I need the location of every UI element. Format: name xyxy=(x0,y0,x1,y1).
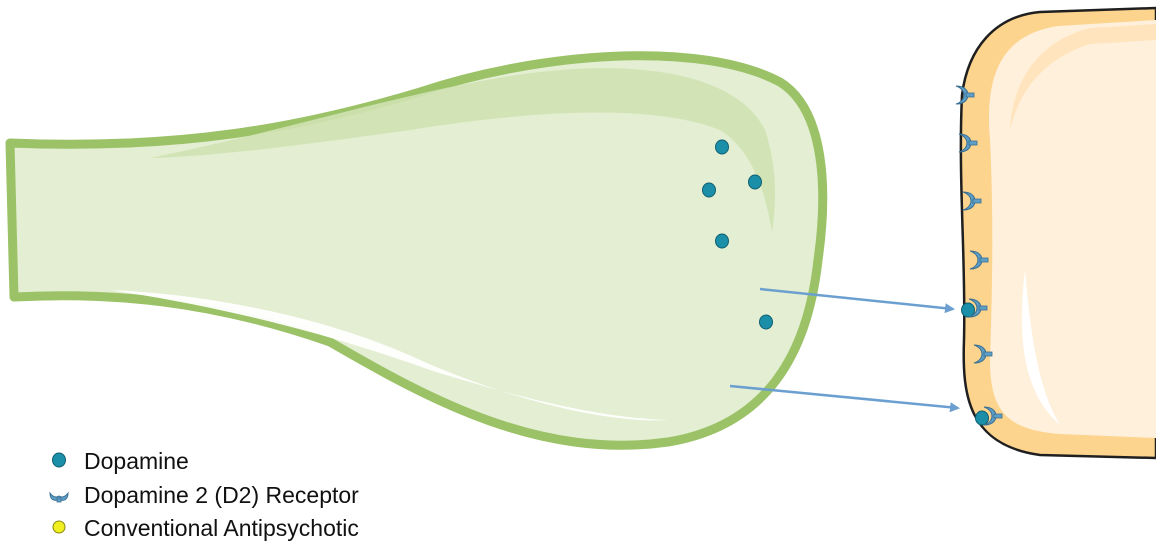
legend-item-receptor: Dopamine 2 (D2) Receptor xyxy=(50,482,359,508)
bound-dopamine-molecule-icon xyxy=(976,411,989,425)
legend-label-receptor: Dopamine 2 (D2) Receptor xyxy=(84,482,359,508)
postsynaptic-cytoplasm xyxy=(989,20,1156,438)
legend-item-antipsychotic: Conventional Antipsychotic xyxy=(53,515,359,541)
antipsychotic-molecule-icon xyxy=(53,521,65,533)
dopamine-molecule-icon xyxy=(703,183,716,197)
legend-label-dopamine: Dopamine xyxy=(84,448,189,474)
legend: Dopamine Dopamine 2 (D2) Receptor Conven… xyxy=(50,448,359,541)
dopamine-molecule-icon xyxy=(716,234,729,248)
dopamine-molecule-icon xyxy=(749,175,762,189)
dopamine-molecule-icon xyxy=(716,140,729,154)
postsynaptic-neuron xyxy=(961,8,1156,458)
dopamine-molecule-icon xyxy=(53,453,66,467)
legend-label-antipsychotic: Conventional Antipsychotic xyxy=(84,515,359,541)
legend-item-dopamine: Dopamine xyxy=(53,448,189,474)
presynaptic-terminal xyxy=(10,56,823,446)
d2-receptor-icon xyxy=(50,493,68,502)
dopamine-molecule-icon xyxy=(760,315,773,329)
